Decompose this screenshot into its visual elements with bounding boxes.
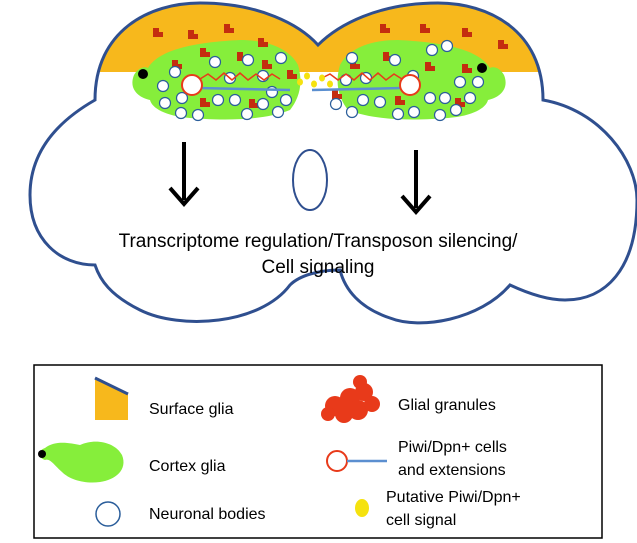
nucleus-dot-icon	[477, 63, 487, 73]
legend-surface-glia: Surface glia	[149, 401, 234, 418]
down-arrow-icon	[168, 142, 200, 208]
nucleus-dot-icon	[138, 69, 148, 79]
legend-neuronal-bodies: Neuronal bodies	[149, 506, 266, 523]
central-oval	[292, 149, 328, 211]
signal-dot-icon	[355, 499, 369, 517]
caption-line-2: Cell signaling	[261, 257, 374, 278]
cortex-glia-swatch	[39, 441, 124, 483]
caption-line-1: Transcriptome regulation/Transposon sile…	[119, 231, 519, 252]
signal-dots	[297, 72, 333, 88]
neuronal-bodies	[156, 39, 485, 122]
down-arrow-icon	[400, 150, 432, 216]
legend-signal-2: cell signal	[386, 512, 456, 529]
legend-signal-1: Putative Piwi/Dpn+	[386, 489, 521, 506]
piwi-cell-right	[311, 72, 421, 96]
granule-icon	[321, 375, 380, 423]
piwi-cell-icon	[326, 450, 387, 472]
legend-glial-granules: Glial granules	[398, 397, 496, 414]
neuron-circle-icon	[95, 501, 121, 527]
legend-piwi-cells-1: Piwi/Dpn+ cells	[398, 439, 507, 456]
legend-box	[33, 364, 603, 539]
piwi-cell-left	[181, 72, 291, 96]
legend-piwi-cells-2: and extensions	[398, 462, 506, 479]
nucleus-dot-icon	[38, 450, 46, 458]
legend-cortex-glia: Cortex glia	[149, 458, 226, 475]
surface-glia-swatch	[94, 376, 129, 420]
brain-outline	[28, 1, 637, 325]
